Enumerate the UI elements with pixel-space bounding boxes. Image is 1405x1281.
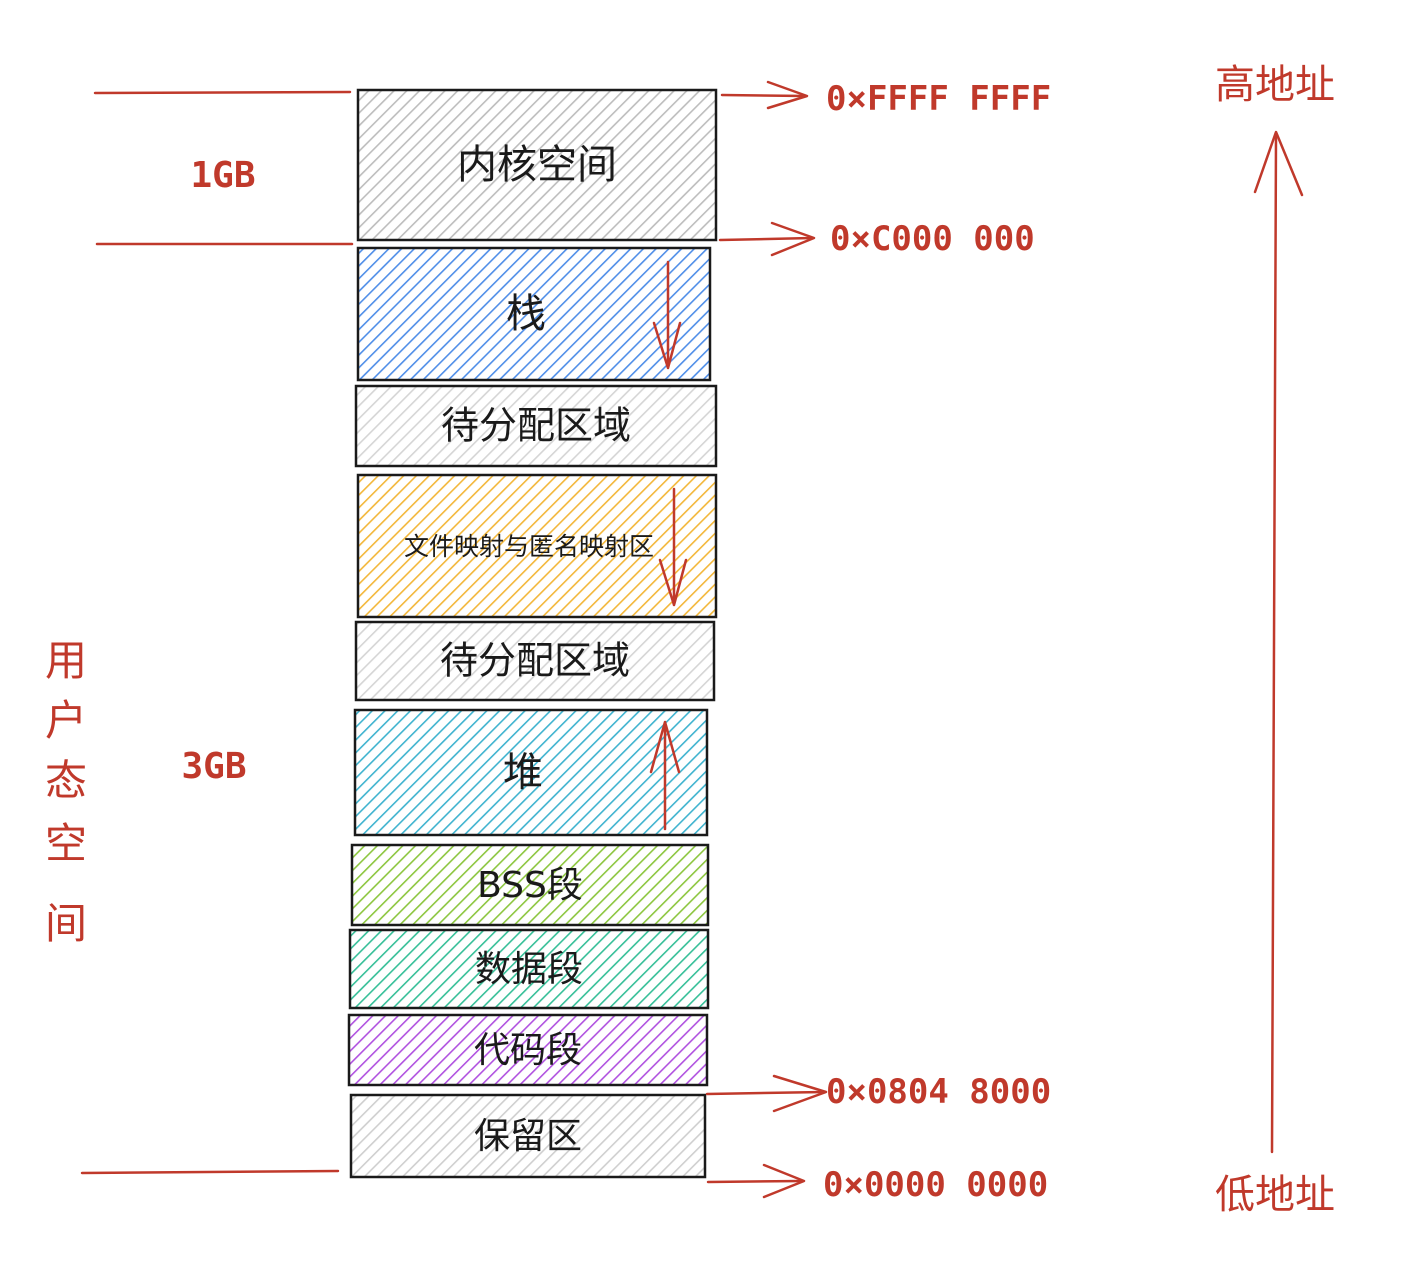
address-bottom: 0×0000 0000 [823,1165,1048,1205]
segment-box [349,1093,707,1179]
segment-box [354,384,718,468]
segment-label: 栈 [506,291,546,337]
address-pointer-code-start [705,1074,828,1113]
segment-label: 内核空间 [457,142,617,188]
segment-box [347,1013,709,1087]
user-space-char: 户 [45,696,87,745]
address-code-start: 0×0804 8000 [826,1072,1051,1112]
segment-label: 文件映射与匿名映射区 [404,532,654,561]
memory-segment: 待分配区域 [354,384,718,468]
memory-segment: 保留区 [349,1093,707,1179]
memory-segment: 堆 [353,708,709,837]
segment-label: 数据段 [475,949,583,990]
high-address-label: 高地址 [1215,62,1335,108]
user-bottom-boundary-line [80,1169,340,1175]
user-space-char: 态 [45,756,87,805]
memory-segment: 待分配区域 [354,620,716,702]
address-kernel-boundary: 0×C000 000 [830,219,1035,259]
low-address-label: 低地址 [1215,1172,1335,1218]
segment-box [348,928,710,1010]
memory-segment: 文件映射与匿名映射区 [356,473,718,619]
segment-label: 堆 [503,750,543,796]
segment-box [356,246,712,382]
memory-segment: BSS段 [350,843,710,927]
address-top: 0×FFFF FFFF [826,79,1051,119]
grow-down-arrow-icon [652,260,682,370]
address-pointer-bottom [706,1163,806,1199]
segment-label: 代码段 [474,1030,582,1071]
segment-label: 保留区 [474,1116,582,1157]
memory-segment: 栈 [356,246,712,382]
segment-label: 待分配区域 [441,404,631,448]
grow-down-arrow-icon [658,487,688,607]
memory-segment: 代码段 [347,1013,709,1087]
address-axis-arrow [1253,130,1304,1154]
user-space-vertical-label: 用 户 态 空 间 [45,636,87,948]
segment-box [350,843,710,927]
address-pointer-kernel-boundary [718,221,816,257]
user-space-char: 用 [45,636,87,685]
memory-segment: 内核空间 [356,88,718,242]
segment-label: BSS段 [477,865,583,906]
segment-label: 待分配区域 [440,639,630,683]
memory-segment: 数据段 [348,928,710,1010]
user-space-char: 空 [45,819,87,868]
segment-box [356,473,718,619]
user-space-char: 间 [45,899,87,948]
kernel-top-boundary-line [93,90,352,95]
segment-box [354,620,716,702]
segment-box [353,708,709,837]
grow-up-arrow-icon [649,720,681,831]
address-pointer-top [720,80,809,110]
kernel-size-label: 1GB [190,155,255,196]
segment-box [356,88,718,242]
user-size-label: 3GB [181,746,246,787]
